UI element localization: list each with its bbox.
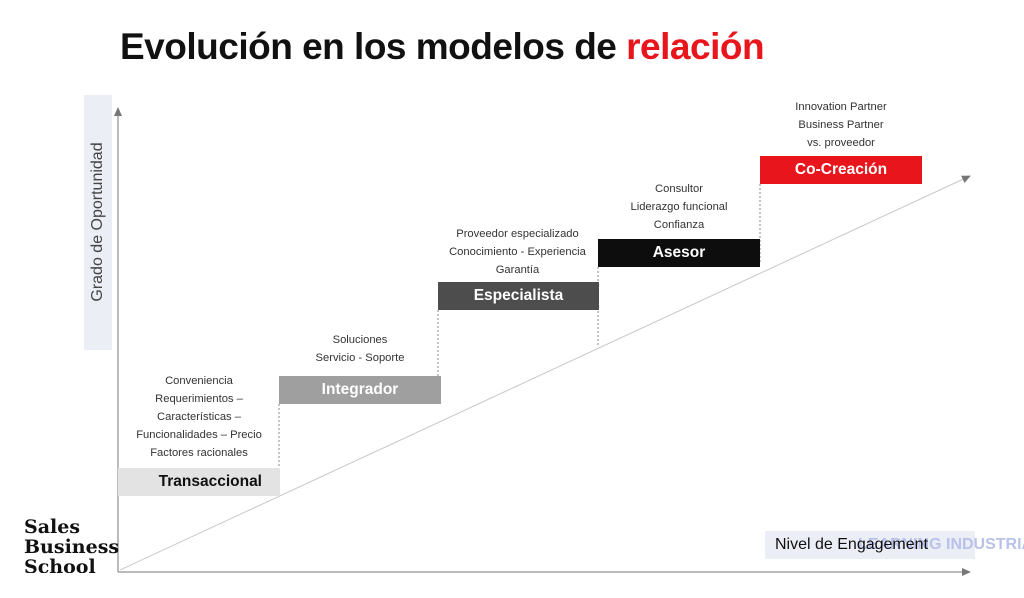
step-transaccional: Transaccional	[118, 468, 280, 496]
logo: Sales Business School	[24, 517, 120, 573]
page-title: Evolución en los modelos de relación	[120, 26, 765, 68]
title-accent: relación	[626, 26, 765, 67]
y-axis-label-background	[84, 95, 112, 350]
step-description-especialista: Proveedor especializado Conocimiento - E…	[449, 228, 586, 276]
step-especialista: Especialista	[438, 282, 599, 310]
title-main: Evolución en los modelos de	[120, 26, 627, 67]
trend-arrow	[119, 175, 971, 571]
step-description-asesor: Consultor Liderazgo funcional Confianza	[630, 183, 728, 231]
watermark: LEARNING INDUSTRIAL	[858, 536, 1024, 553]
step-description-integrador: Soluciones Servicio - Soporte	[315, 334, 405, 364]
step-description-transaccional: Conveniencia Requerimientos – Caracterís…	[136, 375, 262, 459]
x-axis-label: Nivel de Engagement	[775, 536, 928, 553]
step-integrador: Integrador	[279, 376, 441, 404]
step-co-creacion: Co-Creación	[760, 156, 922, 184]
x-axis-label-background	[765, 531, 975, 559]
step-asesor: Asesor	[598, 239, 760, 267]
step-description-co-creacion: Innovation Partner Business Partner vs. …	[795, 101, 887, 149]
